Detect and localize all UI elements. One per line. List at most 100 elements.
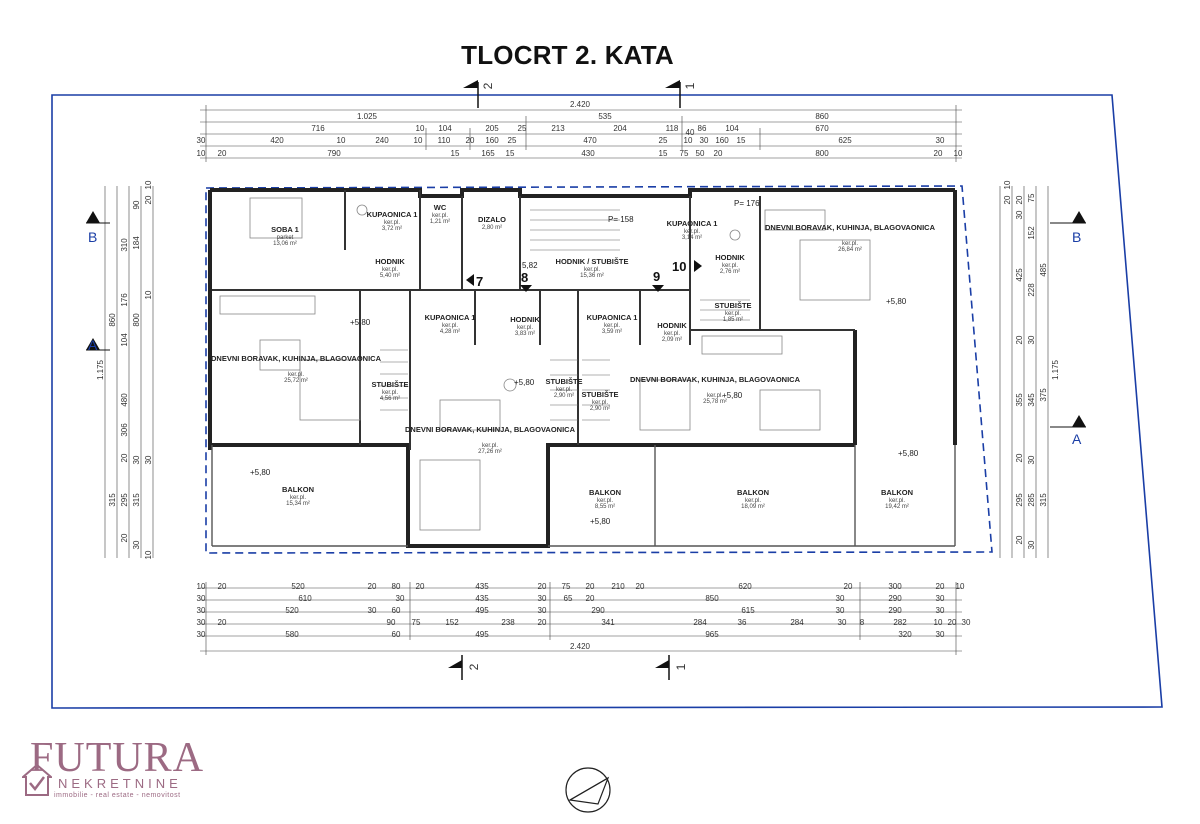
- svg-text:ker.pl.: ker.pl.: [725, 311, 741, 317]
- svg-text:BALKON: BALKON: [737, 488, 769, 497]
- svg-text:165: 165: [481, 149, 495, 158]
- room-kupaonica-c: KUPAONICA 1 ker.pl. 4,28 m²: [425, 313, 476, 335]
- svg-text:20: 20: [936, 582, 945, 591]
- svg-text:30: 30: [700, 136, 709, 145]
- logo-tagline: immobilie - real estate - nemovitost: [54, 792, 181, 799]
- svg-text:10: 10: [144, 550, 153, 559]
- furniture: [219, 197, 871, 531]
- svg-text:320: 320: [898, 630, 912, 639]
- svg-text:1.175: 1.175: [1051, 359, 1060, 380]
- svg-text:425: 425: [1015, 268, 1024, 282]
- svg-text:+5,80: +5,80: [514, 378, 535, 387]
- svg-text:10: 10: [144, 180, 153, 189]
- svg-text:30: 30: [197, 618, 206, 627]
- section-marker-labels: 2 1 2 1: [467, 82, 697, 670]
- svg-text:20: 20: [416, 582, 425, 591]
- svg-text:15: 15: [659, 149, 668, 158]
- svg-text:20: 20: [586, 594, 595, 603]
- svg-text:BALKON: BALKON: [282, 485, 314, 494]
- svg-text:90: 90: [132, 200, 141, 209]
- svg-text:30: 30: [936, 606, 945, 615]
- svg-text:240: 240: [375, 136, 389, 145]
- svg-text:615: 615: [741, 606, 755, 615]
- elevation-markers: +5,80 +5,80 +5,80 +5,80 +5,80 +5,80 +5,8…: [250, 199, 919, 526]
- svg-text:2: 2: [481, 82, 495, 89]
- house-icon: [22, 763, 52, 796]
- svg-text:1.175: 1.175: [96, 359, 105, 380]
- svg-text:10: 10: [934, 618, 943, 627]
- svg-text:1,21 m²: 1,21 m²: [430, 219, 450, 225]
- svg-text:ker.pl.: ker.pl.: [382, 267, 398, 273]
- room-balkon-c: BALKON ker.pl. 18,09 m²: [737, 488, 769, 510]
- svg-text:75: 75: [412, 618, 421, 627]
- room-stubiste-a: STUBIŠTE ker.pl. 1,85 m²: [714, 301, 751, 323]
- svg-text:315: 315: [108, 493, 117, 507]
- unit-number-9: 9: [653, 269, 660, 284]
- svg-text:238: 238: [501, 618, 515, 627]
- svg-text:25,78 m²: 25,78 m²: [703, 399, 727, 405]
- svg-text:HODNIK / STUBIŠTE: HODNIK / STUBIŠTE: [556, 257, 629, 266]
- axis-label-a-left: A: [88, 337, 98, 353]
- svg-text:ker.pl.: ker.pl.: [597, 498, 613, 504]
- svg-text:118: 118: [666, 124, 679, 133]
- svg-text:20: 20: [120, 533, 129, 542]
- svg-text:20: 20: [538, 582, 547, 591]
- svg-text:2,80 m²: 2,80 m²: [482, 225, 502, 231]
- svg-text:10: 10: [197, 149, 206, 158]
- room-dnevni-unit7: DNEVNI BORAVAK, KUHINJA, BLAGOVAONICA ke…: [211, 354, 382, 384]
- svg-text:65: 65: [564, 594, 573, 603]
- svg-text:ker.pl.: ker.pl.: [290, 495, 306, 501]
- svg-text:80: 80: [392, 582, 401, 591]
- top-dimension-lines: [200, 105, 962, 162]
- room-hodnik-c: HODNIK ker.pl. 3,83 m²: [510, 315, 540, 337]
- svg-text:2,90 m²: 2,90 m²: [554, 393, 574, 399]
- svg-text:435: 435: [475, 582, 489, 591]
- svg-text:295: 295: [1015, 493, 1024, 507]
- svg-text:parket: parket: [277, 235, 294, 241]
- svg-text:+5,80: +5,80: [250, 468, 271, 477]
- svg-text:HODNIK: HODNIK: [715, 253, 745, 262]
- svg-text:SOBA 1: SOBA 1: [271, 225, 299, 234]
- room-labels: SOBA 1 parket 13,06 m² KUPAONICA 1 ker.p…: [211, 203, 936, 510]
- svg-text:3,72 m²: 3,72 m²: [382, 226, 402, 232]
- svg-text:3,14 m²: 3,14 m²: [682, 235, 702, 241]
- svg-text:104: 104: [120, 333, 129, 347]
- svg-text:284: 284: [693, 618, 707, 627]
- svg-text:DNEVNI BORAVAK, KUHINJA, BLAGO: DNEVNI BORAVAK, KUHINJA, BLAGOVAONICA: [405, 425, 576, 434]
- svg-text:375: 375: [1039, 388, 1048, 402]
- svg-text:495: 495: [475, 606, 489, 615]
- svg-text:315: 315: [1039, 493, 1048, 507]
- svg-text:282: 282: [893, 618, 907, 627]
- svg-text:470: 470: [583, 136, 597, 145]
- svg-text:ker.pl.: ker.pl.: [722, 263, 738, 269]
- svg-text:20: 20: [144, 195, 153, 204]
- svg-text:30: 30: [132, 455, 141, 464]
- svg-text:ker.pl.: ker.pl.: [664, 331, 680, 337]
- svg-text:306: 306: [120, 423, 129, 437]
- svg-text:204: 204: [613, 124, 627, 133]
- axis-label-b-left: B: [88, 229, 97, 245]
- svg-text:5,82: 5,82: [522, 261, 538, 270]
- svg-text:420: 420: [270, 136, 284, 145]
- svg-text:30: 30: [1027, 540, 1036, 549]
- room-kupaonica-d: KUPAONICA 1 ker.pl. 3,59 m²: [587, 313, 638, 335]
- futura-logo: FUTURA NEKRETNINE immobilie - real estat…: [22, 737, 232, 807]
- svg-text:10: 10: [414, 136, 423, 145]
- svg-text:30: 30: [538, 594, 547, 603]
- svg-text:620: 620: [738, 582, 752, 591]
- svg-text:160: 160: [485, 136, 499, 145]
- svg-text:213: 213: [551, 124, 565, 133]
- room-hodnik-d: HODNIK ker.pl. 2,09 m²: [657, 321, 687, 343]
- svg-text:10: 10: [1003, 180, 1012, 189]
- room-hodnik-b: HODNIK ker.pl. 2,76 m²: [715, 253, 745, 275]
- svg-text:284: 284: [790, 618, 804, 627]
- axis-markers: [86, 211, 1086, 428]
- svg-text:205: 205: [485, 124, 499, 133]
- unit-number-10: 10: [672, 259, 686, 274]
- svg-text:DNEVNI BORAVAK, KUHINJA, BLAGO: DNEVNI BORAVAK, KUHINJA, BLAGOVAONICA: [630, 375, 801, 384]
- svg-text:10: 10: [144, 290, 153, 299]
- unit-markers: [466, 260, 702, 292]
- svg-text:ker.pl.: ker.pl.: [889, 498, 905, 504]
- stair-hatching: [380, 209, 750, 421]
